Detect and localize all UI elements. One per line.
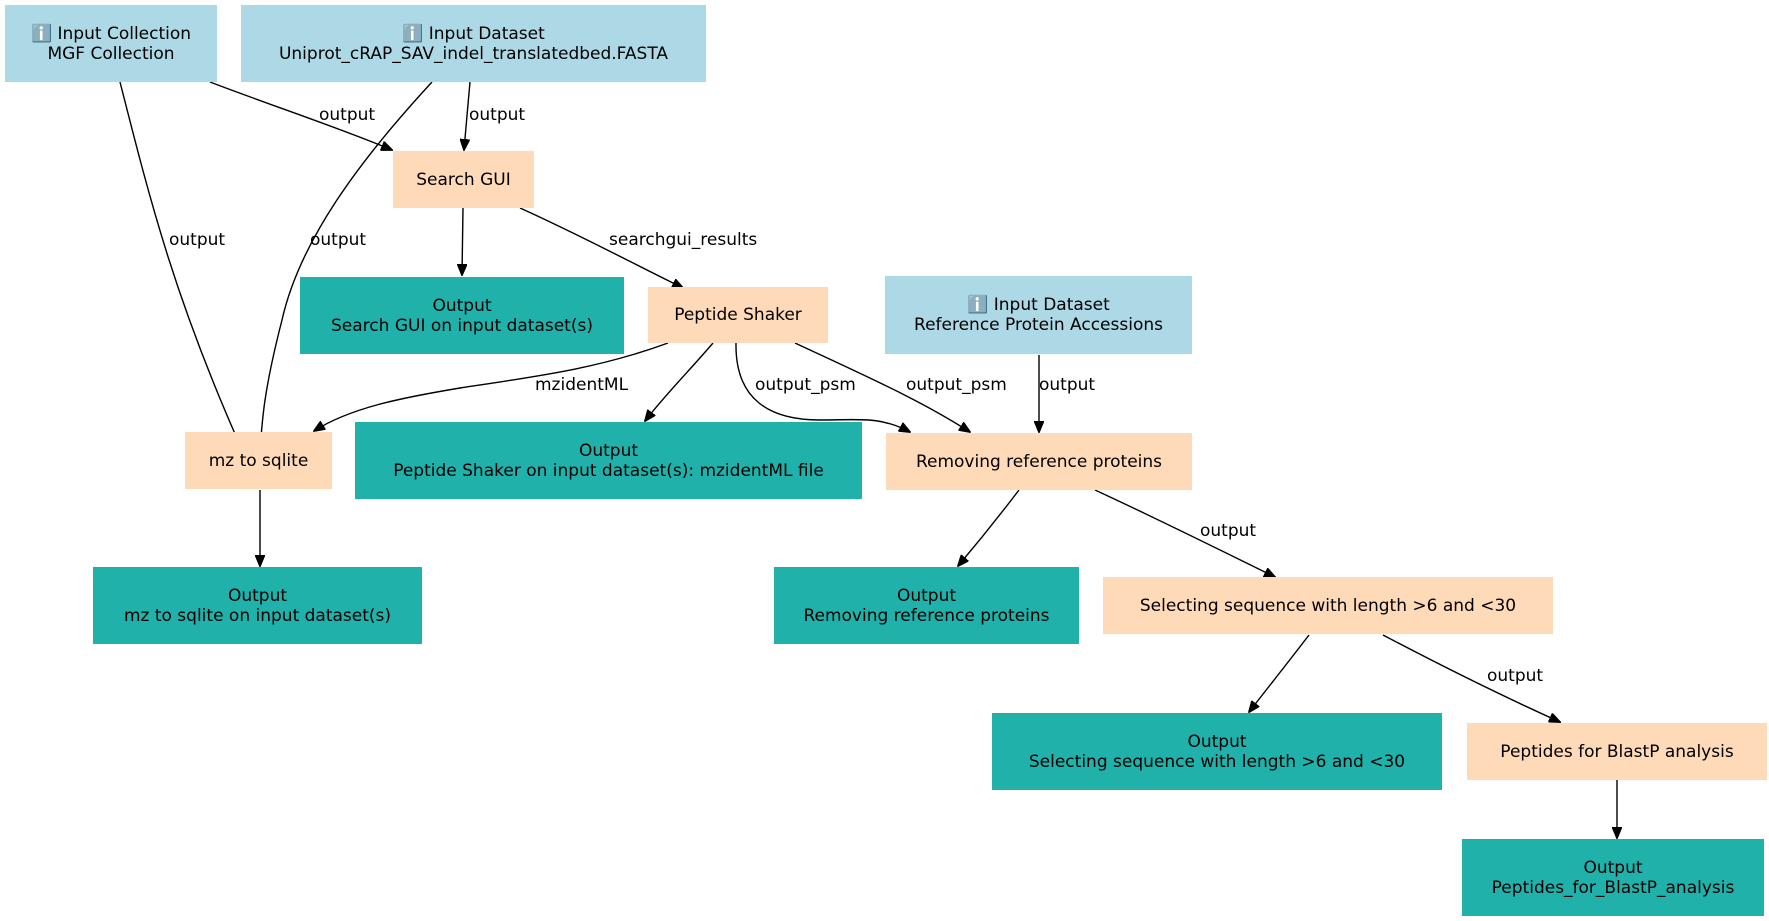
input-mgf-collection-node[interactable]: ℹ️ Input Collection MGF Collection [5, 5, 217, 82]
node-subtitle: Search GUI on input dataset(s) [331, 315, 593, 336]
node-subtitle: Reference Protein Accessions [914, 315, 1163, 335]
input-fasta-dataset-node[interactable]: ℹ️ Input Dataset Uniprot_cRAP_SAV_indel_… [241, 5, 706, 82]
node-title: Output [578, 440, 639, 461]
edge-label-shaker-to-mz: mzidentML [535, 375, 629, 395]
peptide-shaker-node[interactable]: Peptide Shaker [648, 287, 828, 343]
removing-reference-proteins-node[interactable]: Removing reference proteins [886, 433, 1192, 490]
node-label: Selecting sequence with length >6 and <3… [1139, 595, 1517, 616]
edge-shaker-to-out-shaker [645, 342, 714, 421]
output-search-gui-node[interactable]: Output Search GUI on input dataset(s) [300, 277, 624, 354]
peptides-for-blastp-node[interactable]: Peptides for BlastP analysis [1467, 723, 1767, 780]
edge-removing-to-selecting [1094, 489, 1275, 577]
edge-selecting-to-blastp [1382, 634, 1560, 722]
mz-to-sqlite-node[interactable]: mz to sqlite [185, 432, 332, 489]
edge-label-shaker-to-removing-1: output_psm [755, 375, 856, 395]
selecting-sequence-node[interactable]: Selecting sequence with length >6 and <3… [1103, 577, 1553, 634]
node-subtitle: Peptide Shaker on input dataset(s): mzid… [393, 460, 824, 481]
node-subtitle: Uniprot_cRAP_SAV_indel_translatedbed.FAS… [278, 43, 669, 64]
node-title: Output [896, 585, 957, 606]
edge-label-shaker-to-removing-2: output_psm [906, 375, 1007, 395]
node-title: Output [1187, 731, 1247, 752]
edge-label-mgf-to-mz: output [169, 230, 226, 250]
edge-fasta-to-mz-to-sqlite [260, 81, 433, 452]
output-peptides-for-blastp-node[interactable]: Output Peptides_for_BlastP_analysis [1462, 839, 1764, 916]
node-subtitle: mz to sqlite on input dataset(s) [123, 605, 392, 626]
edge-shaker-to-removing-1 [735, 342, 910, 432]
edge-label-fasta-to-mz: output [310, 230, 367, 250]
edge-label-ref-to-removing: output [1039, 375, 1096, 395]
node-title: ℹ️ Input Dataset [967, 295, 1110, 315]
node-title: ℹ️ Input Collection [30, 23, 192, 44]
edge-label-search-to-shaker: searchgui_results [609, 230, 758, 250]
edge-label-mgf-to-search: output [319, 105, 376, 125]
search-gui-node[interactable]: Search GUI [393, 151, 534, 208]
node-subtitle: Peptides_for_BlastP_analysis [1491, 877, 1735, 898]
node-label: Peptide Shaker [674, 305, 802, 325]
node-label: Removing reference proteins [915, 451, 1163, 472]
node-label: Peptides for BlastP analysis [1500, 741, 1734, 762]
edge-label-fasta-to-search: output [469, 105, 526, 125]
edge-search-gui-to-peptide-shaker [519, 207, 683, 288]
node-subtitle: Removing reference proteins [803, 605, 1050, 626]
edge-label-removing-to-selecting: output [1200, 521, 1257, 541]
node-subtitle: Selecting sequence with length >6 and <3… [1028, 751, 1406, 772]
edge-selecting-to-out [1249, 634, 1310, 712]
node-label: Search GUI [416, 169, 511, 190]
input-reference-protein-accessions-node[interactable]: ℹ️ Input Dataset Reference Protein Acces… [885, 276, 1192, 354]
node-title: ℹ️ Input Dataset [402, 23, 545, 44]
edge-search-gui-to-out [462, 207, 463, 275]
output-peptide-shaker-node[interactable]: Output Peptide Shaker on input dataset(s… [355, 422, 862, 499]
edge-fasta-to-search-gui [464, 81, 471, 150]
node-label: mz to sqlite [208, 450, 309, 471]
node-title: Output [432, 295, 492, 316]
node-title: Output [1583, 857, 1643, 878]
edge-label-selecting-to-blastp: output [1487, 666, 1544, 686]
node-title: Output [227, 585, 288, 606]
edge-removing-to-out [958, 489, 1020, 566]
edge-shaker-to-removing-2 [794, 342, 970, 432]
output-selecting-sequence-node[interactable]: Output Selecting sequence with length >6… [992, 713, 1442, 790]
edge-shaker-to-mz-to-sqlite [314, 342, 669, 431]
output-mz-to-sqlite-node[interactable]: Output mz to sqlite on input dataset(s) [93, 567, 422, 644]
edge-mgf-to-search-gui [209, 81, 392, 150]
output-removing-reference-proteins-node[interactable]: Output Removing reference proteins [774, 567, 1079, 644]
edge-mgf-to-mz-to-sqlite [119, 81, 243, 452]
node-subtitle: MGF Collection [47, 43, 175, 64]
